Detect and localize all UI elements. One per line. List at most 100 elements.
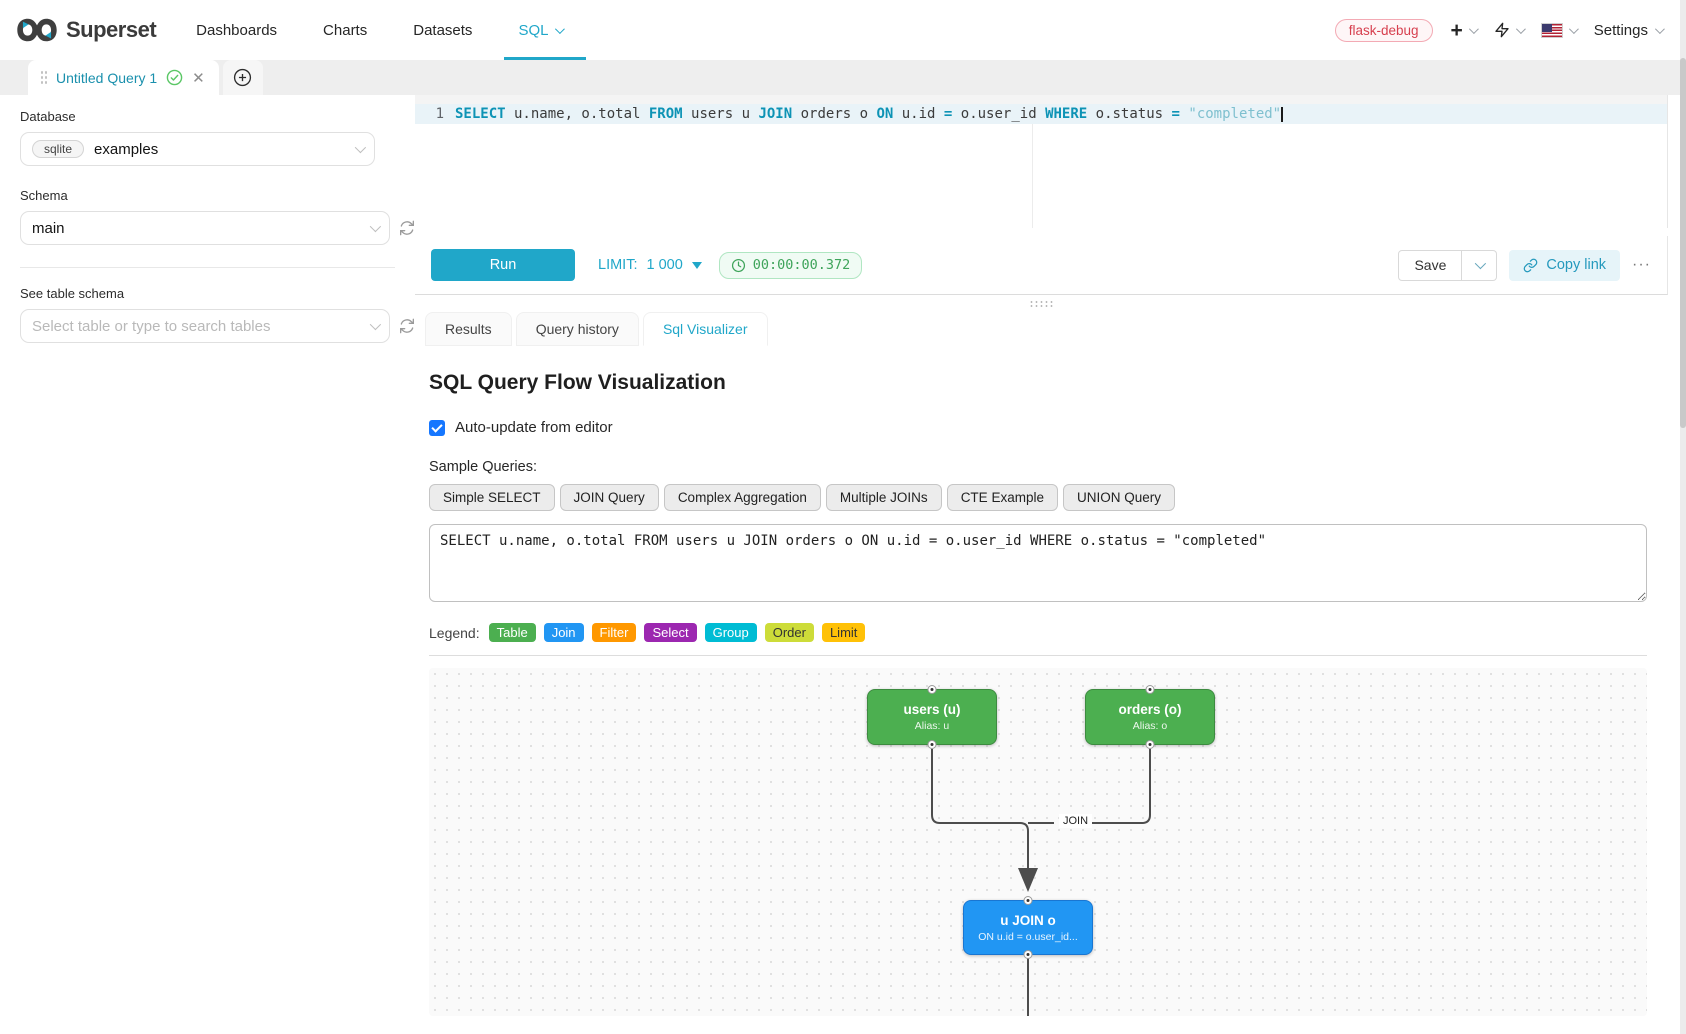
legend-chip-join: Join (543, 623, 584, 642)
sql-lab-sidebar: Database sqlite examples Schema main See… (0, 95, 415, 1034)
scrollbar-thumb[interactable] (1680, 58, 1686, 428)
new-item-button[interactable]: + (1450, 18, 1479, 42)
flow-node-orders[interactable]: orders (o) Alias: o (1085, 685, 1215, 749)
link-icon (1524, 258, 1538, 272)
legend-chip-table: Table (488, 623, 536, 642)
nav-item-label: Charts (323, 21, 368, 39)
query-tab-active[interactable]: Untitled Query 1 ✕ (28, 60, 219, 95)
database-value: examples (94, 140, 159, 158)
pane-splitter[interactable] (415, 295, 1668, 312)
splitter-handle-icon[interactable] (1028, 300, 1055, 307)
flow-node-users[interactable]: users (u)Alias: u (867, 685, 997, 749)
sql-code-editor[interactable]: 1 SELECT u.name, o.total FROM users u JO… (415, 104, 1668, 228)
plus-icon: + (1450, 18, 1463, 42)
tab-query-history[interactable]: Query history (515, 312, 639, 346)
legend-label: Legend: (429, 624, 480, 641)
table-select-placeholder: Select table or type to search tables (32, 317, 271, 335)
chevron-down-icon (1468, 23, 1479, 34)
brand-name: Superset (66, 17, 157, 42)
run-button[interactable]: Run (431, 249, 575, 281)
drag-handle-icon[interactable] (40, 70, 47, 85)
database-label: Database (20, 109, 76, 124)
sample-query-cte-example[interactable]: CTE Example (946, 484, 1058, 511)
nav-item-label: SQL (518, 21, 549, 39)
sql-visualizer-panel: SQL Query Flow Visualization Auto-update… (415, 346, 1668, 1034)
node-title: users (u) (903, 702, 961, 717)
superset-logo[interactable]: Superset (16, 15, 157, 45)
chevron-down-icon (1654, 23, 1665, 34)
more-menu-icon[interactable]: ··· (1632, 256, 1651, 273)
table-select[interactable]: Select table or type to search tables (20, 309, 390, 343)
nav-item-dashboards[interactable]: Dashboards (196, 0, 277, 60)
sample-query-simple-select[interactable]: Simple SELECT (429, 484, 555, 511)
sample-query-union-query[interactable]: UNION Query (1062, 484, 1175, 511)
database-engine-badge: sqlite (32, 140, 85, 158)
main-nav: Dashboards Charts Datasets SQL (196, 0, 587, 60)
new-query-tab-button[interactable] (222, 60, 263, 95)
legend-chip-filter: Filter (591, 623, 637, 642)
node-handle-top[interactable] (1145, 685, 1155, 694)
node-title: orders (o) (1118, 702, 1182, 717)
node-handle-top[interactable] (927, 685, 937, 694)
tab-sql-visualizer[interactable]: Sql Visualizer (642, 312, 768, 346)
settings-menu[interactable]: Settings (1594, 22, 1665, 39)
refresh-schema-icon[interactable] (399, 220, 415, 236)
superset-logo-icon (17, 18, 57, 42)
node-handle-bottom[interactable] (927, 740, 937, 749)
chevron-down-icon (1475, 257, 1487, 270)
page-scrollbar[interactable] (1680, 0, 1686, 1034)
table-schema-label: See table schema (20, 286, 125, 301)
refresh-tables-icon[interactable] (399, 318, 415, 334)
flow-diagram-canvas[interactable]: JOIN users (u)Alias: u orders (o) Alias: o… (429, 668, 1647, 1016)
tab-results[interactable]: Results (425, 312, 512, 346)
us-flag-icon (1540, 22, 1563, 38)
limit-value: 1 000 (646, 257, 683, 273)
node-handle-top[interactable] (1023, 896, 1033, 905)
nav-item-datasets[interactable]: Datasets (413, 0, 472, 60)
limit-dropdown[interactable]: LIMIT: 1 000 (598, 257, 702, 273)
chevron-down-icon (555, 23, 566, 34)
chevron-down-icon (369, 318, 382, 331)
node-handle-bottom[interactable] (1023, 950, 1033, 959)
nav-item-sql[interactable]: SQL (504, 0, 587, 60)
text-cursor (1281, 106, 1283, 122)
content-divider (429, 655, 1647, 656)
sample-query-complex-aggregation[interactable]: Complex Aggregation (663, 484, 821, 511)
schema-value: main (32, 219, 65, 237)
chevron-down-icon (354, 141, 367, 154)
flow-edges (931, 749, 1151, 1016)
legend-chip-group: Group (704, 623, 757, 642)
schema-label: Schema (20, 188, 68, 203)
limit-label: LIMIT: (598, 257, 638, 273)
line-number: 1 (435, 106, 444, 122)
save-button[interactable]: Save (1398, 249, 1463, 281)
sidebar-divider (20, 267, 395, 268)
query-text-input[interactable]: SELECT u.name, o.total FROM users u JOIN… (429, 524, 1647, 602)
sql-code-line: SELECT u.name, o.total FROM users u JOIN… (455, 106, 1283, 122)
database-select[interactable]: sqlite examples (20, 132, 375, 166)
close-icon[interactable]: ✕ (192, 69, 205, 87)
sample-query-multiple-joins[interactable]: Multiple JOINs (825, 484, 942, 511)
clock-icon (731, 258, 745, 272)
node-handle-bottom[interactable] (1145, 740, 1155, 749)
legend-chip-limit: Limit (821, 623, 866, 642)
legend-chip-order: Order (764, 623, 814, 642)
auto-update-label: Auto-update from editor (455, 419, 613, 436)
nav-item-charts[interactable]: Charts (323, 0, 367, 60)
language-picker[interactable] (1540, 22, 1579, 38)
join-edge-label: JOIN (1059, 814, 1093, 828)
schema-select[interactable]: main (20, 211, 390, 245)
query-tab-strip: Untitled Query 1 ✕ (0, 60, 1686, 95)
query-search-button[interactable] (1494, 22, 1526, 38)
copy-link-button[interactable]: Copy link (1509, 249, 1621, 281)
timer-value: 00:00:00.372 (752, 257, 851, 273)
auto-update-checkbox[interactable] (429, 419, 445, 436)
node-subtitle: Alias: o (1132, 720, 1168, 732)
save-dropdown-button[interactable] (1462, 249, 1498, 281)
sample-query-join-query[interactable]: JOIN Query (559, 484, 659, 511)
